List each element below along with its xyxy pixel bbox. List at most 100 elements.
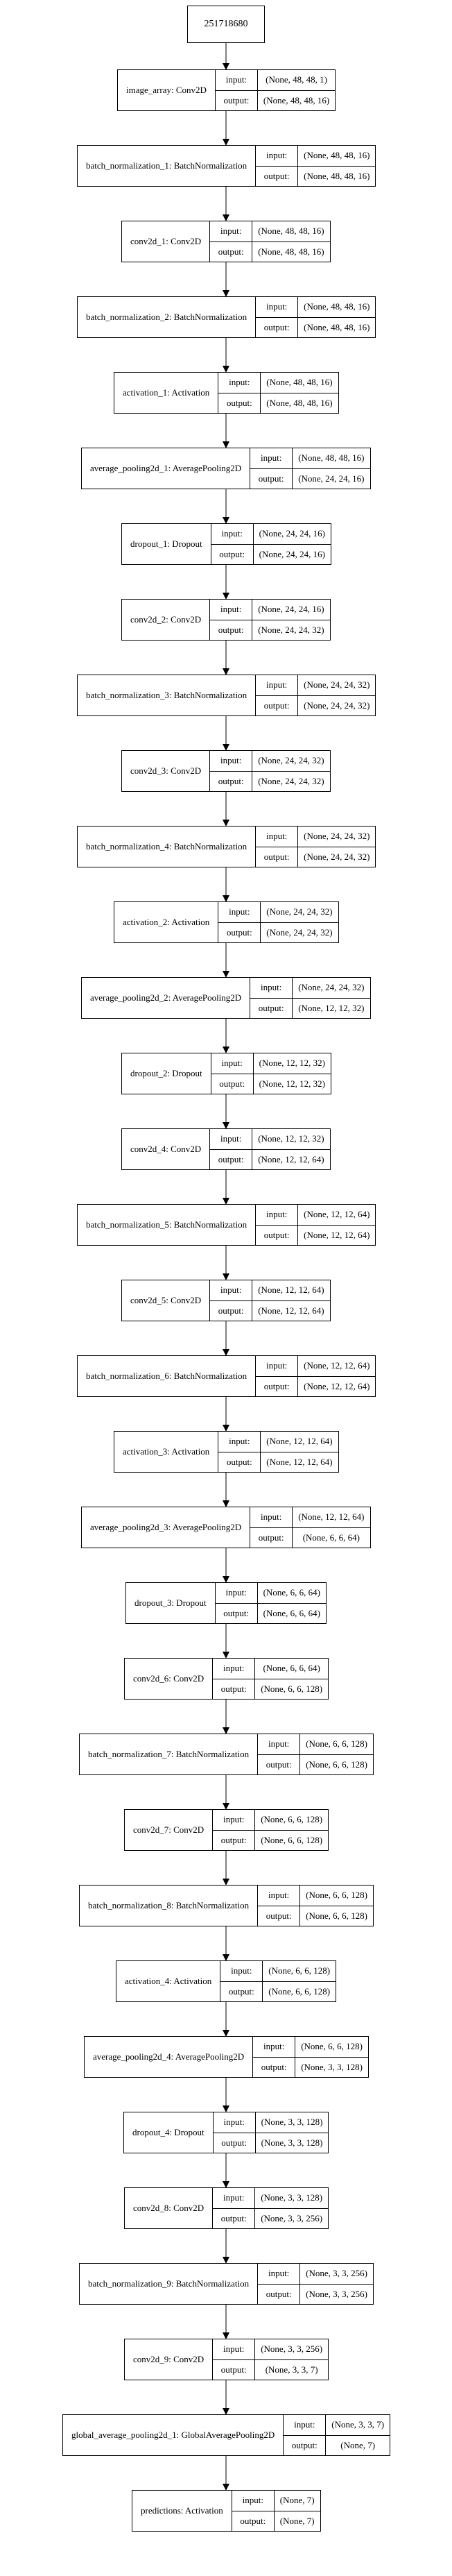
output-label: output: (223, 1607, 250, 1618)
layer-node: batch_normalization_3: BatchNormalizatio… (77, 675, 376, 716)
input-label: input: (213, 2112, 255, 2133)
input-label: input: (256, 1205, 298, 1226)
output-label: output: (218, 624, 244, 635)
layer-name: conv2d_3: Conv2D (122, 751, 211, 791)
output-shape: (None, 3, 3, 128) (261, 2137, 323, 2148)
io-labels: input:output: (210, 221, 253, 262)
output-label: output: (218, 1153, 244, 1164)
io-labels: input:output: (220, 1961, 263, 2001)
shape-values: (None, 12, 12, 64)(None, 12, 12, 64) (298, 1356, 376, 1396)
output-label: output: (219, 548, 245, 559)
input-shape: (None, 48, 48, 16) (298, 146, 376, 167)
input-shape: (None, 6, 6, 128) (300, 1734, 373, 1755)
output-shape: (None, 48, 48, 16) (266, 397, 333, 408)
io-labels: input:output: (258, 1734, 301, 1774)
output-shape: (None, 12, 12, 64) (266, 1456, 333, 1467)
shape-values: (None, 6, 6, 128)(None, 6, 6, 128) (255, 1810, 329, 1850)
input-label: input: (210, 1280, 252, 1301)
shape-values: (None, 12, 12, 64)(None, 12, 12, 64) (298, 1205, 376, 1245)
output-label: output: (263, 321, 290, 332)
output-label: output: (226, 926, 252, 938)
layer-name: dropout_2: Dropout (122, 1053, 211, 1094)
io-labels: input:output: (250, 1507, 293, 1548)
input-label: input: (218, 1432, 261, 1452)
input-label: input: (210, 600, 252, 620)
input-shape: (None, 24, 24, 32) (261, 902, 338, 923)
output-label: output: (240, 2515, 266, 2526)
shape-values: (None, 48, 48, 16)(None, 48, 48, 16) (252, 221, 330, 262)
io-labels: input:output: (218, 1432, 261, 1472)
layer-name: conv2d_9: Conv2D (125, 2339, 214, 2380)
input-shape: (None, 3, 3, 256) (300, 2264, 373, 2285)
output-shape: (None, 6, 6, 128) (261, 1834, 323, 1845)
io-labels: input:output: (211, 1053, 254, 1094)
layer-name: conv2d_4: Conv2D (122, 1129, 211, 1169)
input-shape: (None, 6, 6, 64) (257, 1583, 326, 1604)
input-label: input: (250, 978, 293, 999)
layer-name: average_pooling2d_2: AveragePooling2D (82, 978, 251, 1018)
io-labels: input:output: (256, 146, 299, 186)
input-label: input: (210, 751, 252, 772)
output-shape: (None, 24, 24, 32) (304, 700, 370, 711)
shape-values: (None, 3, 3, 7)(None, 7) (326, 2415, 390, 2455)
output-shape: (None, 6, 6, 128) (306, 1759, 367, 1770)
output-label: output: (220, 1683, 247, 1694)
input-label: input: (213, 2339, 255, 2360)
input-shape: (None, 12, 12, 32) (253, 1053, 331, 1074)
output-shape: (None, 6, 6, 64) (263, 1607, 320, 1618)
layer-name: conv2d_1: Conv2D (122, 221, 211, 262)
layer-name: batch_normalization_3: BatchNormalizatio… (78, 675, 257, 715)
output-shape: (None, 6, 6, 128) (261, 1683, 323, 1694)
root-node-label: 251718680 (204, 19, 248, 29)
output-label: output: (221, 2137, 247, 2148)
output-shape: (None, 24, 24, 16) (298, 473, 365, 484)
layer-name: average_pooling2d_4: AveragePooling2D (85, 2037, 254, 2077)
layer-name: dropout_3: Dropout (126, 1583, 216, 1623)
layer-node: batch_normalization_1: BatchNormalizatio… (77, 145, 376, 187)
io-labels: input: output: (232, 2491, 275, 2531)
layer-node: batch_normalization_9: BatchNormalizatio… (79, 2263, 374, 2305)
input-shape: (None, 6, 6, 128) (300, 1886, 373, 1906)
output-shape: (None, 12, 12, 64) (304, 1380, 370, 1391)
layer-name: batch_normalization_1: BatchNormalizatio… (78, 146, 257, 186)
shape-values: (None, 6, 6, 128) (None, 6, 6, 128) (300, 1734, 373, 1774)
output-label: output: (291, 2439, 318, 2450)
output-shape: (None, 6, 6, 128) (268, 1985, 331, 1997)
io-labels: input:output: (258, 2264, 301, 2304)
input-shape: (None, 6, 6, 128) (263, 1961, 336, 1982)
shape-values: (None, 24, 24, 32)(None, 24, 24, 32) (298, 675, 376, 715)
input-label: input: (250, 1507, 293, 1528)
input-shape: (None, 12, 12, 64) (293, 1507, 370, 1528)
input-label: input: (211, 1053, 253, 1074)
input-shape: (None, 6, 6, 128) (295, 2037, 369, 2058)
layer-name: activation_1: Activation (114, 373, 219, 413)
io-labels: input:output: (256, 827, 299, 867)
output-label: output: (226, 397, 252, 408)
shape-values: (None, 48, 48, 16)(None, 48, 48, 16) (261, 373, 338, 413)
input-shape: (None, 24, 24, 32) (293, 978, 370, 999)
layer-node: batch_normalization_8: BatchNormalizatio… (79, 1885, 374, 1926)
output-label: output: (263, 170, 290, 181)
input-shape: (None, 3, 3, 128) (255, 2112, 329, 2133)
shape-values: (None, 12, 12, 64)(None, 12, 12, 64) (261, 1432, 338, 1472)
io-labels: input:output: (213, 1810, 256, 1850)
shape-values: (None, 3, 3, 128)(None, 3, 3, 256) (255, 2188, 329, 2228)
layer-name: batch_normalization_6: BatchNormalizatio… (78, 1356, 257, 1396)
input-label: input: (213, 1810, 255, 1831)
io-labels: input:output: (210, 751, 253, 791)
input-label: input: (258, 1734, 300, 1755)
input-label: input: (210, 221, 252, 242)
layer-name: conv2d_2: Conv2D (122, 600, 211, 640)
io-labels: input:output: (218, 373, 261, 413)
input-label: input: (284, 2415, 326, 2436)
input-label: input: (232, 2491, 274, 2511)
output-label: output: (263, 1380, 290, 1391)
